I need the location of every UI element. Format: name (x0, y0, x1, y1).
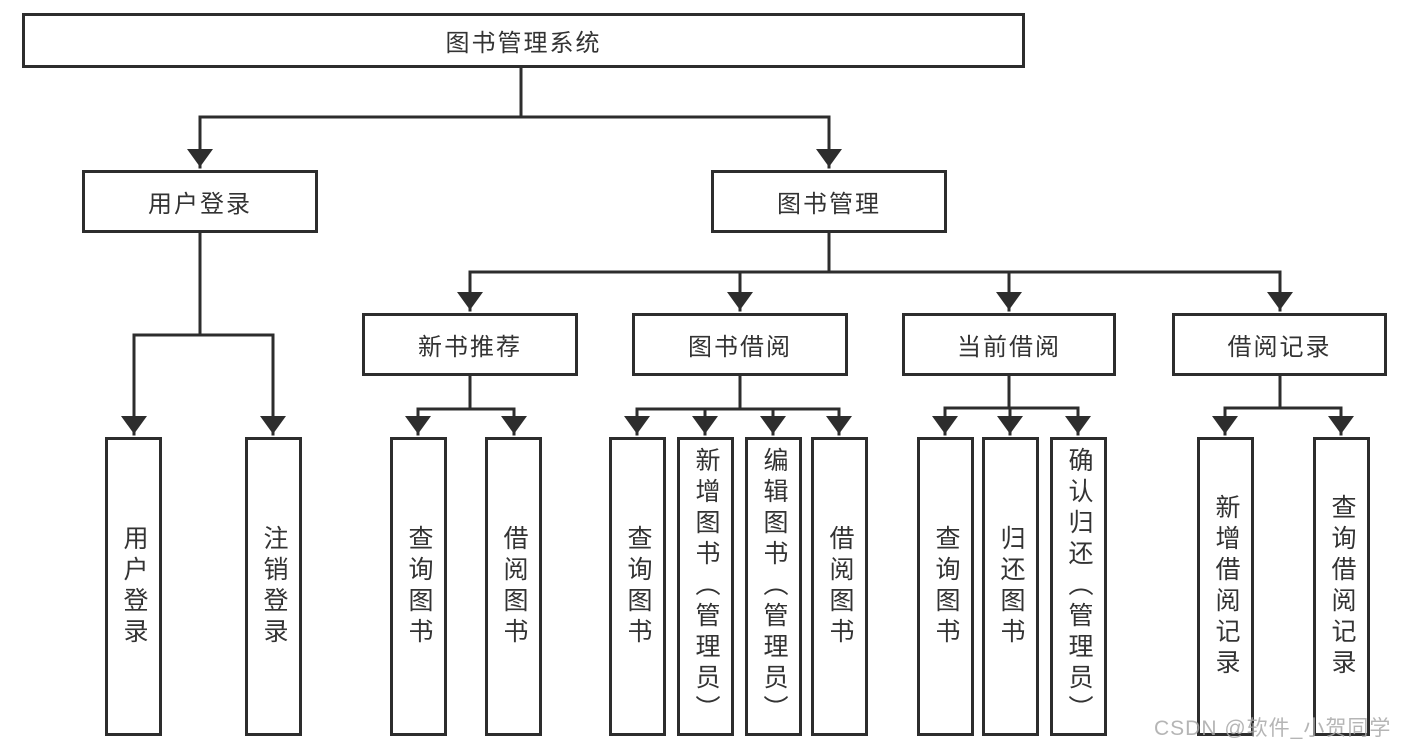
leaf-add-book-admin-label: 新增图书（管理员） (692, 447, 720, 726)
node-new-book-recommend-label: 新书推荐 (418, 334, 522, 361)
leaf-query-books-recommend: 查询图书 (390, 437, 447, 736)
node-current-borrow-label: 当前借阅 (957, 334, 1061, 361)
leaf-confirm-return-admin: 确认归还（管理员） (1050, 437, 1107, 736)
leaf-borrow-books-recommend-label: 借阅图书 (500, 524, 528, 649)
node-current-borrow: 当前借阅 (902, 313, 1116, 376)
leaf-query-books-current: 查询图书 (917, 437, 974, 736)
node-borrow-records-label: 借阅记录 (1227, 334, 1332, 361)
csdn-watermark: CSDN @软件_小贺同学 (1154, 717, 1392, 740)
leaf-query-books-borrow: 查询图书 (609, 437, 666, 736)
leaf-edit-book-admin-label: 编辑图书（管理员） (760, 447, 788, 726)
node-user-login: 用户登录 (82, 170, 318, 233)
leaf-return-book: 归还图书 (982, 437, 1039, 736)
leaf-borrow-books-2-label: 借阅图书 (826, 524, 854, 649)
node-borrow-records: 借阅记录 (1172, 313, 1387, 376)
leaf-add-borrow-record-label: 新增借阅记录 (1212, 493, 1240, 680)
leaf-query-books-borrow-label: 查询图书 (624, 524, 652, 649)
node-new-book-recommend: 新书推荐 (362, 313, 578, 376)
leaf-borrow-books-recommend: 借阅图书 (485, 437, 542, 736)
node-book-borrow: 图书借阅 (632, 313, 848, 376)
leaf-borrow-books-2: 借阅图书 (811, 437, 868, 736)
leaf-edit-book-admin: 编辑图书（管理员） (745, 437, 802, 736)
leaf-user-login-label: 用户登录 (120, 524, 148, 649)
node-library-system-label: 图书管理系统 (445, 30, 602, 57)
leaf-add-borrow-record: 新增借阅记录 (1197, 437, 1254, 736)
leaf-query-borrow-record-label: 查询借阅记录 (1328, 493, 1356, 680)
node-book-borrow-label: 图书借阅 (688, 334, 792, 361)
leaf-user-login: 用户登录 (105, 437, 162, 736)
node-book-management-label: 图书管理 (777, 191, 881, 218)
leaf-confirm-return-admin-label: 确认归还（管理员） (1065, 447, 1093, 726)
leaf-query-books-current-label: 查询图书 (932, 524, 960, 649)
leaf-return-book-label: 归还图书 (997, 524, 1025, 649)
leaf-logout: 注销登录 (245, 437, 302, 736)
node-library-system: 图书管理系统 (22, 13, 1025, 68)
leaf-query-books-recommend-label: 查询图书 (405, 524, 433, 649)
leaf-add-book-admin: 新增图书（管理员） (677, 437, 734, 736)
node-book-management: 图书管理 (711, 170, 947, 233)
leaf-query-borrow-record: 查询借阅记录 (1313, 437, 1370, 736)
node-user-login-label: 用户登录 (148, 191, 252, 218)
leaf-logout-label: 注销登录 (260, 524, 288, 649)
